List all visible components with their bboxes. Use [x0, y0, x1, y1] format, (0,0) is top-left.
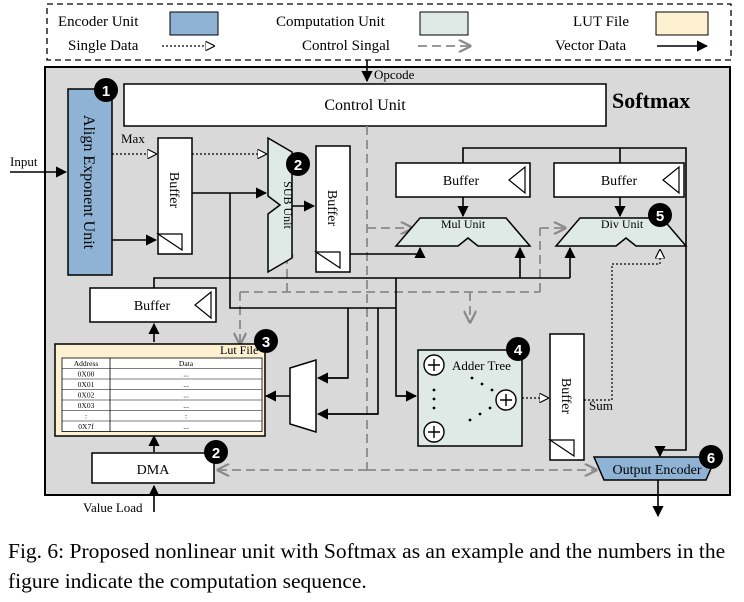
buffer-6 — [549, 333, 585, 461]
mul-unit — [394, 217, 532, 247]
adder-icon-plus — [428, 359, 440, 371]
legend-frame — [46, 3, 732, 61]
sub-unit-label: SUB Unit — [281, 181, 295, 229]
adder-icon-plus — [500, 394, 512, 406]
align-exponent-unit — [67, 88, 113, 276]
legend: Encoder Unit Single Data Computation Uni… — [46, 3, 732, 61]
adder-dot — [480, 382, 484, 386]
lut-table-cell: ... — [183, 380, 189, 389]
badge-2-dma-label: 2 — [212, 445, 220, 462]
buffer-1-label: Buffer — [166, 172, 181, 209]
control-unit-label: Control Unit — [324, 97, 406, 114]
div-unit-label: Div Unit — [601, 217, 644, 231]
adder-dot — [432, 388, 436, 392]
buffer-3-label: Buffer — [443, 174, 480, 189]
adder-dot — [488, 406, 492, 410]
badge-1 — [94, 78, 118, 102]
output-encoder-label: Output Encoder — [612, 463, 701, 478]
buffer-5-marker — [194, 290, 212, 320]
badge-2-sub — [286, 152, 310, 176]
module-title: Softmax — [612, 88, 690, 113]
badge-2-sub-label: 2 — [294, 157, 302, 174]
legend-vector-label: Vector Data — [555, 38, 627, 54]
output-encoder — [592, 456, 718, 481]
lut-table-cell: ... — [183, 370, 189, 379]
buffer-5-label: Buffer — [134, 299, 171, 314]
value-load-label: Value Load — [83, 500, 143, 515]
badge-3 — [254, 329, 278, 353]
adder-tree-symbols — [423, 354, 517, 443]
legend-encoder-label: Encoder Unit — [58, 14, 139, 30]
buffer-2 — [315, 145, 351, 273]
badge-1-label: 1 — [102, 83, 110, 100]
lut-table-cell: ... — [183, 422, 189, 431]
dma — [91, 452, 215, 484]
wire-buffer1-down — [229, 193, 396, 309]
buffer-2-marker — [314, 251, 341, 270]
opcode-label: Opcode — [374, 67, 415, 82]
lut-table-header: Data — [179, 359, 194, 368]
lut-table-cell: 0X7f — [78, 422, 94, 431]
max-label: Max — [121, 131, 145, 146]
lut-table-cell: 0X00 — [78, 370, 95, 379]
buffer-6-label: Buffer — [558, 378, 573, 415]
badge-4-label: 4 — [514, 342, 523, 359]
adder-tree-label: Adder Tree — [452, 358, 511, 373]
adder-dot — [432, 397, 436, 401]
adder-dot — [478, 412, 482, 416]
buffer-2-label: Buffer — [324, 190, 339, 227]
lut-file-label: Lut File — [220, 343, 258, 357]
mux — [289, 358, 317, 434]
buffer-6-marker — [548, 439, 575, 458]
badge-6 — [699, 445, 723, 469]
sum-label: Sum — [589, 398, 613, 413]
buffer-4-label: Buffer — [601, 174, 638, 189]
lut-table-cell: ... — [183, 401, 189, 410]
lut-table-cell: 0X01 — [78, 380, 95, 389]
legend-control-label: Control Singal — [302, 38, 390, 54]
dma-label: DMA — [137, 463, 171, 478]
legend-single-data-label: Single Data — [68, 38, 139, 54]
badge-5-label: 5 — [656, 208, 664, 225]
legend-computation-swatch — [419, 11, 469, 36]
mul-unit-label: Mul Unit — [441, 217, 486, 231]
adder-dot — [468, 418, 472, 422]
adder-dot — [470, 376, 474, 380]
buffer-3 — [395, 162, 531, 198]
lut-table-header: Address — [74, 359, 99, 368]
wire-loop-top — [462, 147, 687, 451]
lut-table-frame — [61, 357, 263, 432]
sequence-badges: 1 2 2 3 4 5 6 — [94, 78, 723, 469]
legend-computation-label: Computation Unit — [276, 14, 386, 30]
lut-table-cell: 0X02 — [78, 391, 95, 400]
adder-icon-plus — [428, 426, 440, 438]
lut-table-cell: : — [85, 412, 87, 421]
input-label: Input — [10, 154, 38, 169]
softmax-diagram: Encoder Unit Single Data Computation Uni… — [10, 3, 732, 518]
badge-3-label: 3 — [262, 334, 270, 351]
figure-caption: Fig. 6: Proposed nonlinear unit with Sof… — [8, 539, 726, 593]
buffer-3-marker — [508, 165, 526, 195]
legend-lut-label: LUT File — [573, 14, 629, 30]
lut-table: Address Data 0X00... 0X01... 0X02... 0X03...:… — [61, 357, 263, 432]
wire-sum-up — [584, 264, 613, 401]
control-unit — [123, 83, 607, 127]
adder-dot — [432, 406, 436, 410]
lut-table-cell: ... — [183, 391, 189, 400]
align-exponent-label: Align Exponent Unit — [80, 115, 97, 250]
control-signals — [218, 126, 596, 470]
legend-encoder-swatch — [169, 11, 219, 36]
badge-4 — [506, 337, 530, 361]
lut-table-cell: 0X03 — [78, 401, 95, 410]
buffer-1-marker — [156, 233, 183, 252]
buffer-4-marker — [662, 165, 680, 195]
lut-table-cell: : — [185, 412, 187, 421]
badge-5 — [648, 203, 672, 227]
badge-2-dma — [204, 440, 228, 464]
legend-lut-swatch — [655, 11, 709, 36]
badge-6-label: 6 — [707, 450, 715, 467]
adder-dot — [490, 388, 494, 392]
